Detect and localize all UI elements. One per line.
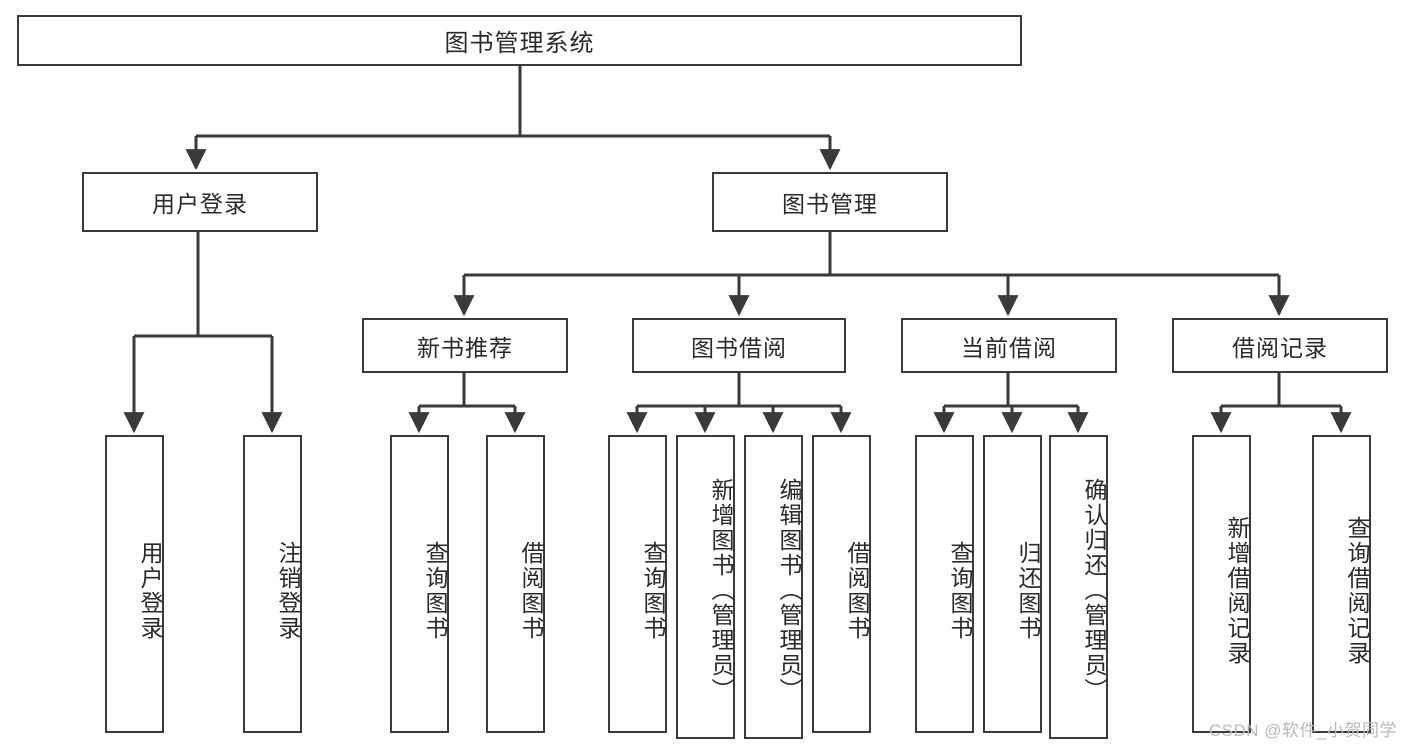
- node-leaf-query-book-1-label: 查询图书: [422, 541, 448, 641]
- node-leaf-edit-book-admin[interactable]: 编辑图书（管理员）: [744, 435, 803, 739]
- node-leaf-add-borrow-record-label: 新增借阅记录: [1224, 516, 1250, 666]
- node-leaf-query-book-2-label: 查询图书: [640, 541, 666, 641]
- node-leaf-confirm-return-admin-label: 确认归还（管理员）: [1081, 477, 1107, 703]
- node-book-manage[interactable]: 图书管理: [712, 172, 948, 232]
- csdn-watermark: CSDN @软件_小贺同学: [1208, 721, 1397, 740]
- node-leaf-borrow-book-2[interactable]: 借阅图书: [812, 435, 871, 733]
- node-leaf-return-book[interactable]: 归还图书: [983, 435, 1042, 733]
- node-borrow-record[interactable]: 借阅记录: [1172, 318, 1388, 373]
- node-leaf-confirm-return-admin[interactable]: 确认归还（管理员）: [1049, 435, 1108, 739]
- node-leaf-query-book-3[interactable]: 查询图书: [915, 435, 974, 733]
- node-new-book-recommend-label: 新书推荐: [417, 334, 513, 361]
- node-leaf-add-book-admin[interactable]: 新增图书（管理员）: [676, 435, 735, 739]
- node-book-borrow-label: 图书借阅: [691, 334, 787, 361]
- node-borrow-record-label: 借阅记录: [1232, 334, 1328, 361]
- node-leaf-query-book-2[interactable]: 查询图书: [608, 435, 667, 733]
- node-user-login-label: 用户登录: [152, 191, 248, 217]
- node-leaf-logout-label: 注销登录: [275, 541, 301, 641]
- node-leaf-borrow-book-1[interactable]: 借阅图书: [486, 435, 545, 733]
- node-user-login[interactable]: 用户登录: [82, 172, 318, 232]
- node-book-borrow[interactable]: 图书借阅: [632, 318, 846, 373]
- node-current-borrow[interactable]: 当前借阅: [901, 318, 1117, 373]
- node-leaf-add-borrow-record[interactable]: 新增借阅记录: [1192, 435, 1251, 733]
- node-leaf-query-book-1[interactable]: 查询图书: [390, 435, 449, 733]
- node-leaf-logout[interactable]: 注销登录: [243, 435, 302, 733]
- node-leaf-query-book-3-label: 查询图书: [947, 541, 973, 641]
- node-leaf-return-book-label: 归还图书: [1015, 541, 1041, 641]
- node-current-borrow-label: 当前借阅: [961, 334, 1057, 361]
- node-new-book-recommend[interactable]: 新书推荐: [362, 318, 568, 373]
- node-leaf-borrow-book-1-label: 借阅图书: [518, 541, 544, 641]
- node-leaf-borrow-book-2-label: 借阅图书: [844, 541, 870, 641]
- node-leaf-edit-book-admin-label: 编辑图书（管理员）: [776, 477, 802, 703]
- node-root[interactable]: 图书管理系统: [17, 15, 1022, 66]
- node-leaf-add-book-admin-label: 新增图书（管理员）: [708, 477, 734, 703]
- node-root-label: 图书管理系统: [444, 30, 595, 57]
- node-leaf-query-borrow-record[interactable]: 查询借阅记录: [1312, 435, 1371, 733]
- node-leaf-user-login[interactable]: 用户登录: [105, 435, 164, 733]
- node-leaf-user-login-label: 用户登录: [137, 541, 163, 641]
- node-leaf-query-borrow-record-label: 查询借阅记录: [1344, 516, 1370, 666]
- node-book-manage-label: 图书管理: [782, 191, 878, 217]
